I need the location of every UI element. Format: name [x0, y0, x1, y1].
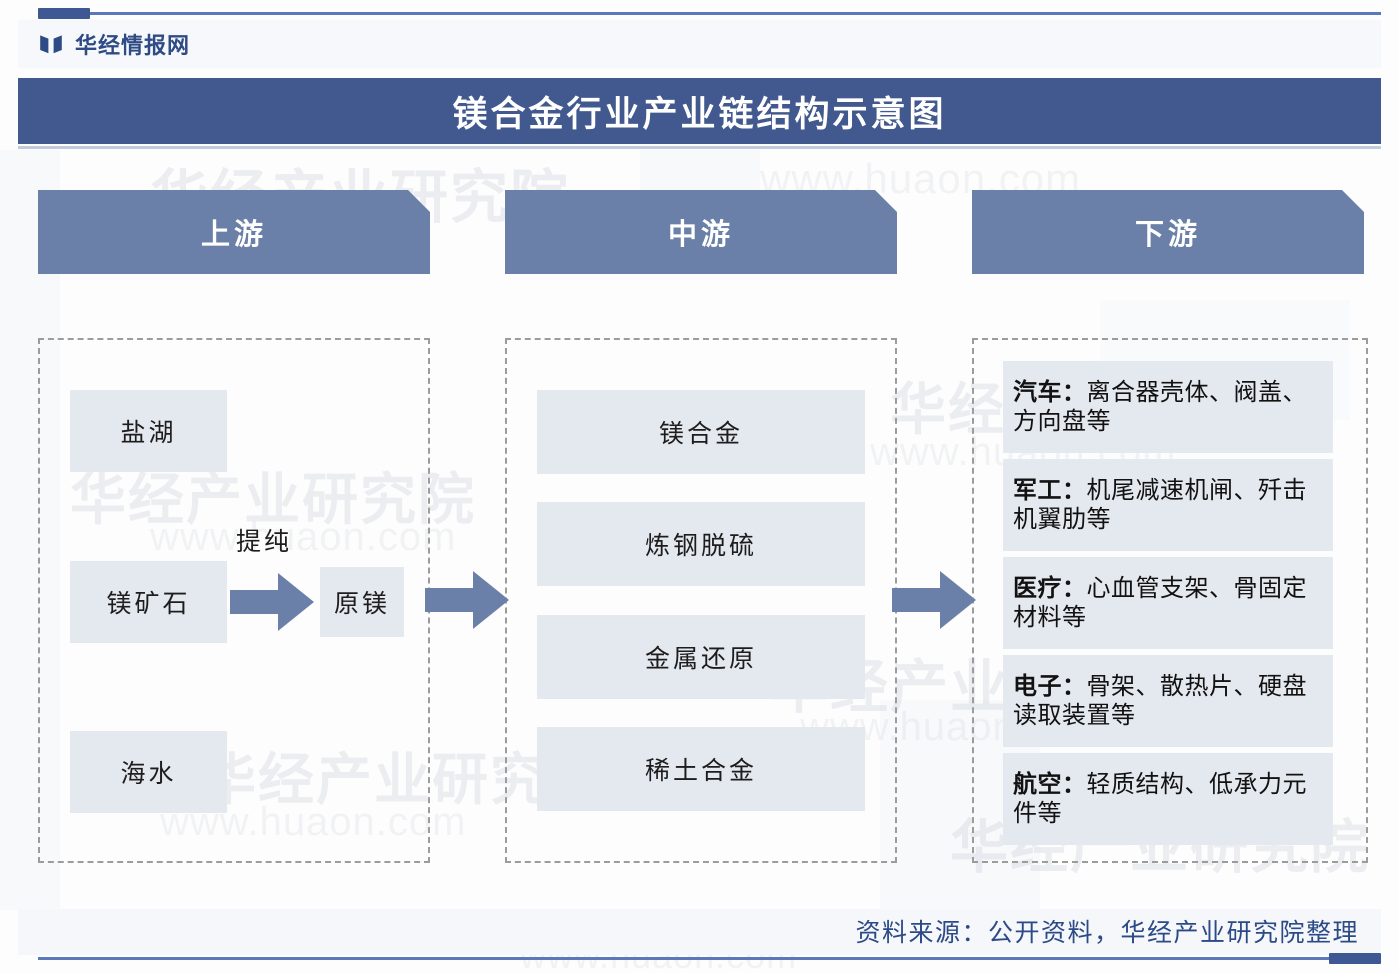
- page-title: 镁合金行业产业链结构示意图: [452, 93, 947, 135]
- brand-name: 华经情报网: [75, 34, 191, 59]
- bottom-rule: [38, 957, 1381, 960]
- midstream-label-2: 金属还原: [644, 644, 757, 673]
- brand-bar: [18, 20, 1381, 68]
- upstream-source-label-2: 海水: [120, 759, 177, 788]
- downstream-sep-0: ：: [1062, 377, 1087, 406]
- open-book-icon: [38, 31, 64, 57]
- downstream-sep-4: ：: [1062, 769, 1087, 798]
- upstream-source-label-1: 镁矿石: [106, 589, 191, 618]
- upstream-source-box-1[interactable]: 镁矿石: [70, 561, 227, 643]
- downstream-sep-3: ：: [1062, 671, 1087, 700]
- top-rule-cap: [38, 8, 90, 19]
- downstream-detail-3: 骨架、散热片、硬盘读取装置等: [1013, 671, 1307, 729]
- upstream-output-box[interactable]: 原镁: [320, 567, 404, 637]
- downstream-text-0: 汽车：离合器壳体、阀盖、方向盘等: [1013, 378, 1327, 437]
- brand[interactable]: 华经情报网: [38, 28, 190, 60]
- midstream-box-3[interactable]: 稀土合金: [537, 727, 865, 811]
- connector-arrow-midstream-downstream-icon: [892, 568, 976, 632]
- stage-label-downstream: 下游: [1134, 217, 1201, 251]
- downstream-sep-2: ：: [1062, 573, 1087, 602]
- upstream-process-arrow-icon: [230, 570, 314, 634]
- source-note: 资料来源：公开资料，华经产业研究院整理: [855, 918, 1359, 947]
- upstream-process-label: 提纯: [236, 527, 293, 556]
- downstream-text-1: 军工：机尾减速机闸、歼击机翼肋等: [1013, 476, 1327, 535]
- title-underline: [18, 146, 1381, 149]
- upstream-source-label-0: 盐湖: [120, 418, 177, 447]
- downstream-detail-0: 离合器壳体、阀盖、方向盘等: [1013, 377, 1307, 435]
- downstream-box-4[interactable]: 航空：轻质结构、低承力元件等: [1003, 753, 1333, 845]
- downstream-detail-1: 机尾减速机闸、歼击机翼肋等: [1013, 475, 1307, 533]
- downstream-category-1: 军工: [1013, 475, 1062, 504]
- chart-title-bar: 镁合金行业产业链结构示意图: [18, 78, 1381, 144]
- downstream-box-1[interactable]: 军工：机尾减速机闸、歼击机翼肋等: [1003, 459, 1333, 551]
- footer-band: [18, 909, 1381, 955]
- midstream-box-0[interactable]: 镁合金: [537, 390, 865, 474]
- midstream-label-1: 炼钢脱硫: [644, 531, 757, 560]
- midstream-box-1[interactable]: 炼钢脱硫: [537, 502, 865, 586]
- downstream-box-2[interactable]: 医疗：心血管支架、骨固定材料等: [1003, 557, 1333, 649]
- midstream-label-0: 镁合金: [658, 419, 743, 448]
- downstream-detail-4: 轻质结构、低承力元件等: [1013, 769, 1307, 827]
- downstream-category-2: 医疗: [1013, 573, 1062, 602]
- downstream-detail-2: 心血管支架、骨固定材料等: [1013, 573, 1307, 631]
- downstream-sep-1: ：: [1062, 475, 1087, 504]
- stage-banner-midstream: 中游: [505, 190, 897, 274]
- downstream-category-0: 汽车: [1013, 377, 1062, 406]
- background-tint-left: [0, 150, 60, 910]
- upstream-source-box-0[interactable]: 盐湖: [70, 390, 227, 472]
- top-rule: [38, 12, 1381, 15]
- downstream-text-3: 电子：骨架、散热片、硬盘读取装置等: [1013, 672, 1327, 731]
- downstream-text-2: 医疗：心血管支架、骨固定材料等: [1013, 574, 1327, 633]
- stage-label-midstream: 中游: [667, 217, 734, 251]
- upstream-output-label: 原镁: [333, 589, 390, 618]
- midstream-box-2[interactable]: 金属还原: [537, 615, 865, 699]
- downstream-box-0[interactable]: 汽车：离合器壳体、阀盖、方向盘等: [1003, 361, 1333, 453]
- downstream-category-3: 电子: [1013, 671, 1062, 700]
- stage-label-upstream: 上游: [200, 217, 267, 251]
- midstream-label-3: 稀土合金: [644, 756, 757, 785]
- upstream-source-box-2[interactable]: 海水: [70, 731, 227, 813]
- connector-arrow-upstream-midstream-icon: [425, 568, 509, 632]
- downstream-text-4: 航空：轻质结构、低承力元件等: [1013, 770, 1327, 829]
- downstream-category-4: 航空: [1013, 769, 1062, 798]
- stage-banner-upstream: 上游: [38, 190, 430, 274]
- bottom-rule-cap: [1329, 953, 1381, 964]
- stage-banner-downstream: 下游: [972, 190, 1364, 274]
- downstream-box-3[interactable]: 电子：骨架、散热片、硬盘读取装置等: [1003, 655, 1333, 747]
